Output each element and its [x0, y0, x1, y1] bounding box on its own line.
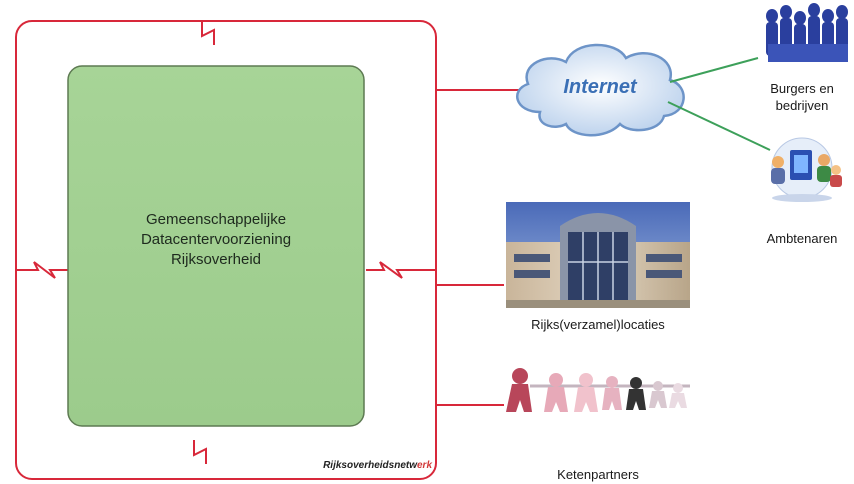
datacenter-label: Gemeenschappelijke Datacentervoorziening… — [68, 210, 364, 270]
connector-officials — [667, 101, 771, 151]
network-label-main: Rijksoverheidsnetw — [323, 460, 417, 471]
network-label-accent: erk — [416, 460, 432, 471]
internet-cloud-icon — [516, 43, 685, 137]
network-link-right — [366, 261, 436, 279]
crowd-icon — [766, 3, 848, 62]
network-break-top — [201, 21, 215, 45]
internet-label: Internet — [563, 76, 637, 98]
datacenter-label-line-1: Gemeenschappelijke — [145, 211, 287, 228]
officials-label: Ambtenaren — [766, 231, 838, 246]
officials-icon — [771, 137, 842, 202]
partners-label: Ketenpartners — [557, 467, 639, 482]
building-photo — [506, 202, 690, 308]
citizens-label: Burgers en bedrijven — [770, 81, 834, 113]
datacenter-label-line-2: Datacentervoorziening — [140, 231, 292, 248]
datacenter-box — [67, 65, 365, 427]
partners-chain-icon — [506, 368, 690, 412]
datacenter-label-line-3: Rijksoverheid — [170, 251, 262, 268]
connector-citizens — [669, 57, 759, 83]
network-break-bottom — [193, 440, 207, 464]
network-link-left — [16, 261, 68, 279]
locations-label: Rijks(verzamel)locaties — [531, 317, 665, 332]
network-label: Rijksoverheidsnetwerk — [306, 460, 432, 471]
